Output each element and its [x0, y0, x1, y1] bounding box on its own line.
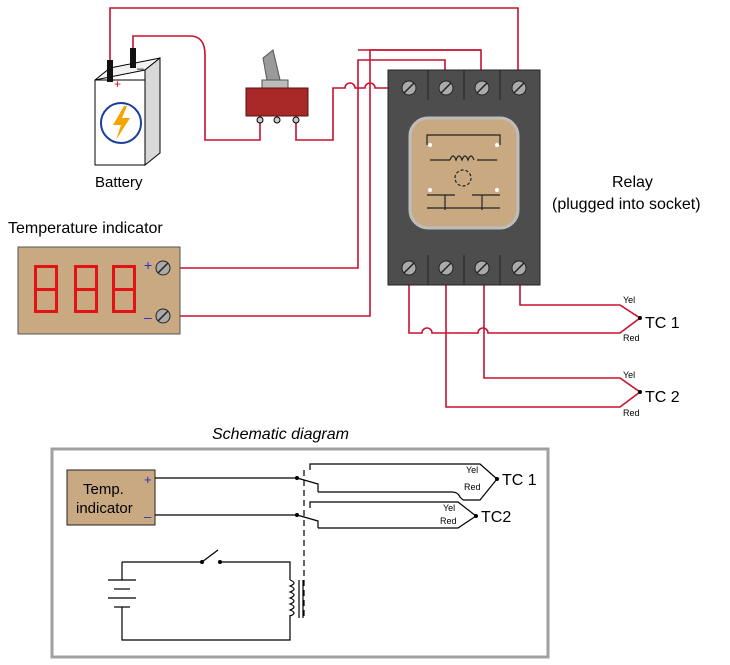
- tc2-label: TC 2: [645, 389, 680, 406]
- battery: + – Battery: [94, 48, 161, 191]
- schematic-diagram: Schematic diagram Temp. indicator + –: [50, 426, 550, 659]
- schematic-minus-sign: –: [144, 509, 152, 524]
- seven-segment-display: [34, 265, 136, 313]
- schematic-indicator-line2: indicator: [76, 500, 133, 517]
- schematic-tc2-red: Red: [440, 516, 457, 526]
- toggle-switch: [245, 49, 309, 124]
- battery-label: Battery: [95, 174, 143, 191]
- schematic-border: [50, 447, 550, 659]
- schematic-indicator-line1: Temp.: [83, 481, 124, 498]
- tc1-label: TC 1: [645, 315, 680, 332]
- relay-bottom-terminals: [401, 260, 527, 276]
- field-wiring: [109, 7, 641, 408]
- thermocouple-tc1: Yel Red TC 1: [623, 295, 680, 343]
- switch-body: [245, 87, 309, 117]
- relay-window: [408, 116, 520, 230]
- battery-minus-sign: –: [137, 61, 144, 75]
- schematic-indicator-box: [66, 469, 156, 526]
- schematic-tc2-yel: Yel: [443, 503, 455, 513]
- schematic-tc1-label: TC 1: [502, 472, 537, 489]
- schematic-title: Schematic diagram: [212, 426, 349, 443]
- indicator-minus-sign: –: [144, 309, 152, 325]
- schematic-tc1-yel: Yel: [466, 465, 478, 475]
- relay: Relay (plugged into socket): [387, 69, 701, 286]
- indicator-plus-sign: +: [144, 257, 152, 273]
- schematic-tc1-red: Red: [464, 482, 481, 492]
- temperature-indicator: Temperature indicator + –: [8, 220, 181, 335]
- thermocouple-tc2: Yel Red TC 2: [623, 370, 680, 418]
- tc1-yel-label: Yel: [623, 295, 635, 305]
- battery-plus-sign: +: [114, 77, 121, 91]
- relay-top-terminals: [401, 80, 527, 96]
- schematic-plus-sign: +: [144, 472, 152, 487]
- tc1-red-label: Red: [623, 333, 640, 343]
- battery-positive-post: [107, 60, 113, 82]
- indicator-label: Temperature indicator: [8, 220, 163, 237]
- schematic-tc2-label: TC2: [481, 509, 511, 526]
- relay-label: Relay: [612, 174, 653, 191]
- tc2-yel-label: Yel: [623, 370, 635, 380]
- schematic-battery-symbol: [108, 579, 136, 612]
- battery-negative-post: [130, 48, 136, 68]
- tc2-red-label: Red: [623, 408, 640, 418]
- relay-sublabel: (plugged into socket): [552, 196, 701, 213]
